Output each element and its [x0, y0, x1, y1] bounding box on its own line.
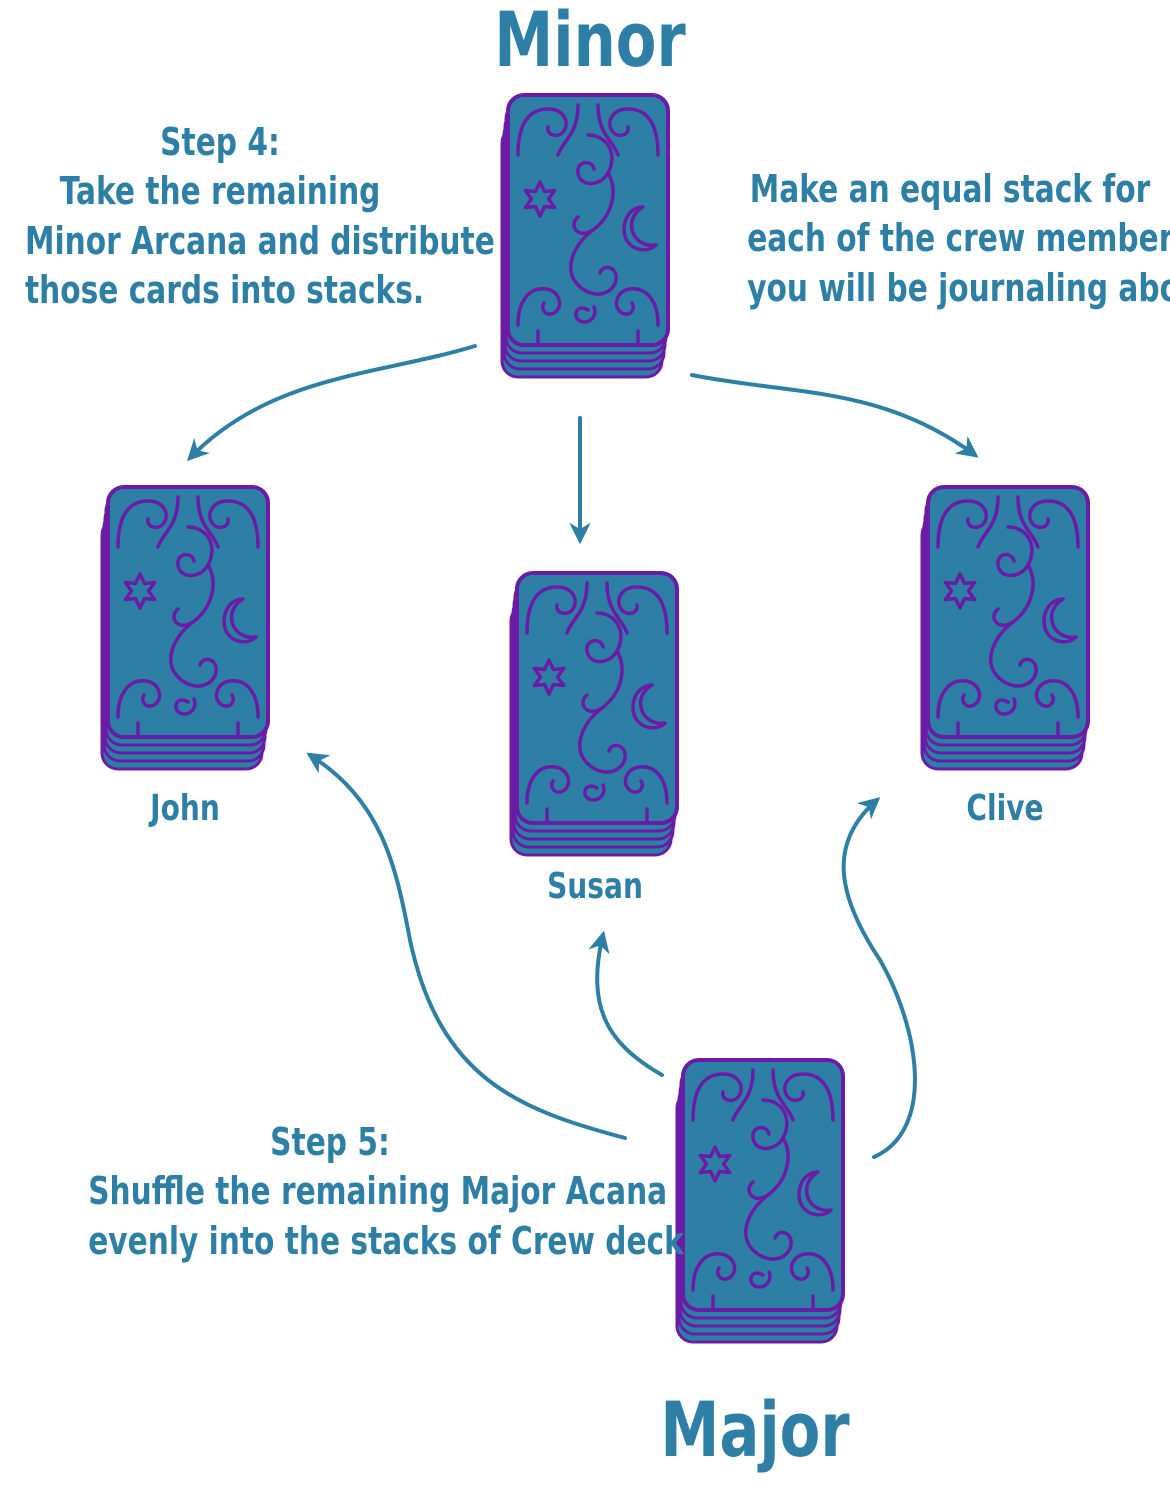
step5-line: evenly into the stacks of Crew decks	[88, 1218, 702, 1263]
step5-instructions: Step 5: Shuffle the remaining Major Acan…	[88, 1118, 702, 1266]
arrow-major-to-susan	[588, 930, 664, 1077]
step4-instructions: Step 4: Take the remaining Minor Arcana …	[25, 118, 495, 316]
equal-stack-note: Make an equal stack for each of the crew…	[747, 165, 1170, 313]
arrow-minor-to-clive	[690, 373, 979, 458]
step5-line: Shuffle the remaining Major Acana	[88, 1169, 668, 1214]
arrow-major-to-clive	[841, 797, 917, 1159]
minor-arcana-title: Minor	[494, 0, 686, 84]
crew-name-john: John	[150, 788, 220, 829]
crew-name-clive: Clive	[966, 788, 1044, 829]
note-line: Make an equal stack for	[749, 167, 1151, 211]
arrow-major-to-john	[306, 752, 627, 1140]
clive-card-stack	[922, 487, 1088, 769]
major-arcana-deck	[677, 1060, 843, 1342]
susan-card-stack	[511, 573, 677, 855]
john-card-stack	[102, 487, 268, 769]
crew-name-susan: Susan	[547, 866, 643, 907]
note-line: each of the crew members	[747, 216, 1170, 261]
step4-line: Minor Arcana and distribute	[25, 218, 495, 263]
arrow-minor-to-john	[186, 344, 477, 462]
step4-line: those cards into stacks.	[25, 268, 425, 313]
step5-heading: Step 5:	[270, 1120, 390, 1164]
major-arcana-title: Major	[660, 1385, 850, 1474]
minor-arcana-deck	[502, 95, 668, 377]
note-line: you will be journaling about.	[747, 265, 1170, 310]
step4-heading: Step 4:	[160, 120, 280, 164]
step4-line: Take the remaining	[59, 169, 381, 214]
